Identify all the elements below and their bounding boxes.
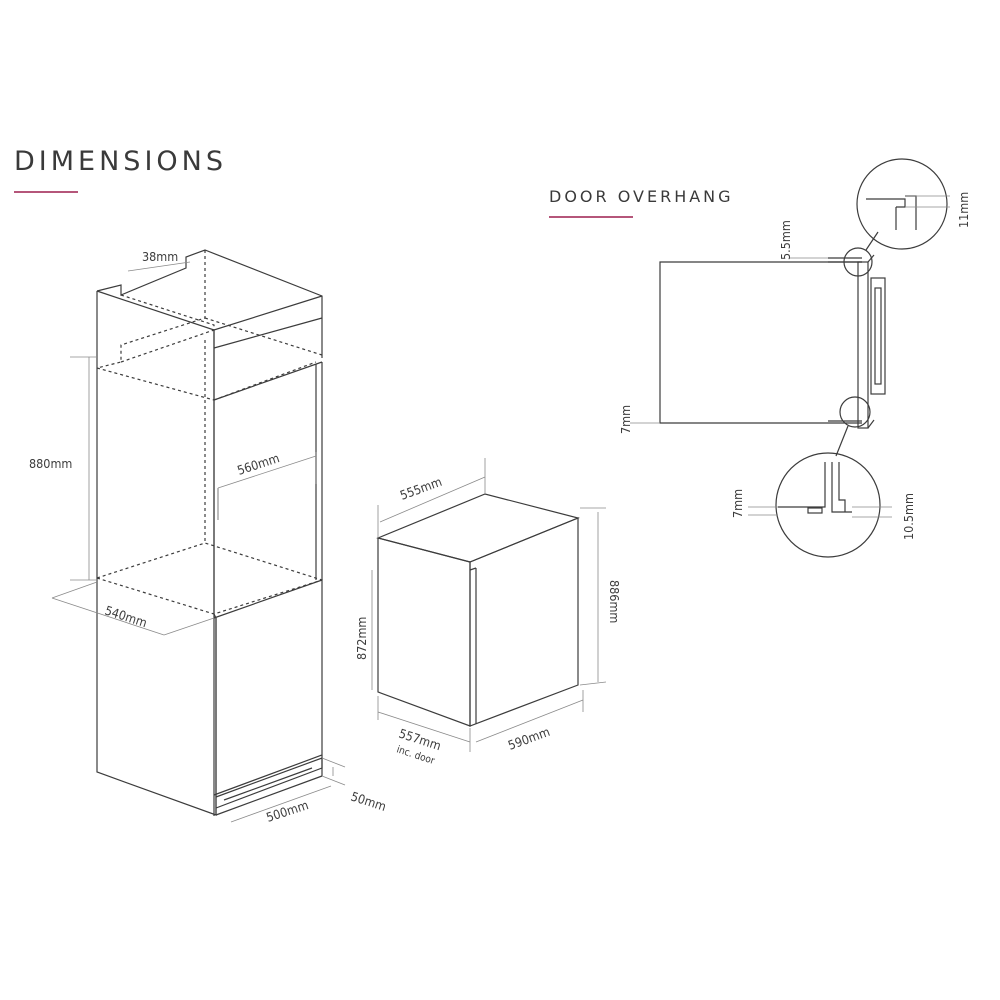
- dim-tick-540-right: [163, 617, 215, 636]
- overhang-top-detail-circle-small: [843, 247, 873, 277]
- cavity-dash-front-top: [213, 361, 317, 401]
- cavity-dash-upper-left: [96, 367, 215, 401]
- housing-front-top-edge: [96, 290, 323, 331]
- dim-line-560: [217, 455, 317, 489]
- dim-label-540mm: 540mm: [103, 603, 149, 631]
- tall-housing-unit-drawing: 38mm 880mm 560mm 540mm 50mm 500mm: [29, 249, 388, 825]
- dim-label-38mm: 38mm: [142, 249, 178, 264]
- dim-tick-50-bottom: [321, 775, 346, 786]
- bottom-detail-door-inner: [838, 462, 846, 512]
- dim-label-886mm: 886mm: [607, 580, 622, 623]
- appliance-left-face: [377, 537, 471, 727]
- appliance-door-edge: [469, 567, 477, 571]
- overhang-cabinet-outline: [659, 261, 862, 424]
- section-title-door-overhang: DOOR OVERHANG: [549, 187, 734, 206]
- cavity-dash-shelf: [120, 329, 215, 363]
- door-overhang-drawing: 11mm 5.5mm 7mm 7mm 10.5mm: [618, 158, 971, 558]
- housing-left-side: [96, 291, 217, 816]
- overhang-handle-inner: [874, 287, 882, 385]
- dim-label-50mm: 50mm: [349, 789, 388, 814]
- dim-line-38: [127, 261, 191, 272]
- bottom-detail-shim: [807, 507, 823, 514]
- overhang-top-connector: [865, 231, 879, 251]
- top-detail-panel: [866, 198, 906, 208]
- dim-label-560mm: 560mm: [235, 450, 281, 478]
- housing-lower-lip: [213, 361, 323, 401]
- lower-door-outline: [213, 579, 323, 796]
- dim-tick-886-bottom: [579, 681, 607, 686]
- cavity-dash-top-right: [204, 317, 323, 356]
- overhang-bottom-detail-circle: [775, 452, 881, 558]
- appliance-top-face: [376, 493, 580, 563]
- overhang-bottom-detail-circle-small: [839, 396, 871, 428]
- overhang-top-detail-circle: [856, 158, 948, 250]
- dim-label-555mm: 555mm: [398, 474, 444, 503]
- dim-tick-540-left: [51, 581, 98, 599]
- dim-tick-50-top: [321, 757, 346, 768]
- dim-line-540: [51, 597, 165, 636]
- dim-label-5-5mm: 5.5mm: [778, 220, 793, 260]
- cavity-dash-back: [96, 250, 206, 369]
- dim-label-7mm: 7mm: [618, 405, 633, 434]
- top-detail-door: [905, 195, 917, 230]
- plinth-bottom: [215, 775, 323, 816]
- dim-label-880mm: 880mm: [29, 456, 72, 471]
- cavity-dash-lower-back: [96, 542, 323, 581]
- plinth-inner: [223, 767, 313, 801]
- bottom-detail-panel: [778, 462, 826, 508]
- subtitle-underline: [549, 216, 633, 218]
- dim-label-10-5mm: 10.5mm: [901, 493, 916, 540]
- bottom-detail-door: [831, 462, 852, 513]
- appliance-door-face: [469, 517, 579, 727]
- overhang-door: [857, 261, 869, 429]
- page-title: DIMENSIONS: [14, 146, 227, 177]
- dim-label-11mm: 11mm: [956, 192, 971, 228]
- dim-line-500: [230, 785, 332, 823]
- appliance-drawing: 555mm 872mm 886mm 557mm inc. door 590mm: [354, 458, 622, 767]
- overhang-door-bottom: [867, 419, 875, 429]
- cavity-dash-top-front: [120, 294, 215, 330]
- overhang-bottom-connector: [835, 425, 849, 457]
- overhang-handle: [870, 277, 886, 395]
- dim-line-555: [379, 476, 486, 523]
- dim-line-557: [377, 711, 471, 743]
- dim-label-7mm-detail: 7mm: [730, 489, 745, 518]
- dim-line-590: [475, 699, 584, 743]
- dim-label-872mm: 872mm: [354, 617, 369, 660]
- cavity-dash-lower: [96, 577, 323, 615]
- housing-lip: [213, 317, 323, 349]
- dim-label-590mm: 590mm: [506, 724, 552, 753]
- title-underline: [14, 191, 78, 193]
